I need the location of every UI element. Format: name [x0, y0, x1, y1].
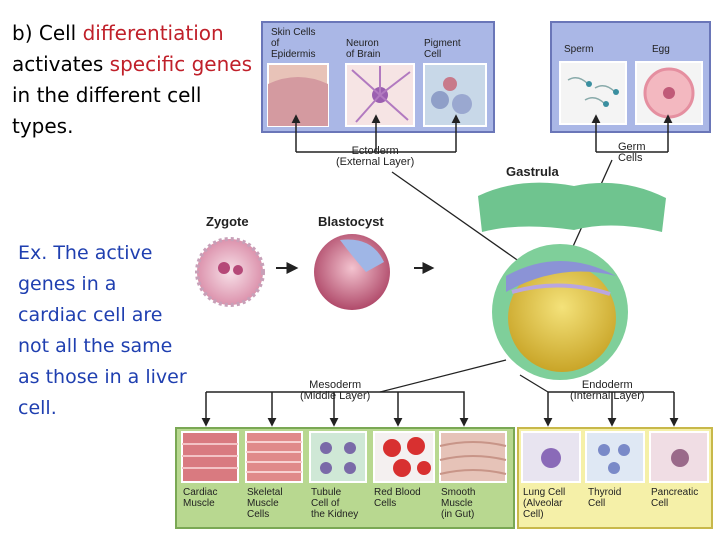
heading-keyword-genes: genes: [185, 52, 253, 76]
heading-keyword-specific: specific: [109, 52, 186, 76]
label-gastrula: Gastrula: [506, 164, 559, 179]
kidney-tubule-image: [309, 431, 367, 483]
heading-part-6: in the different cell types.: [12, 83, 202, 138]
label-red-blood-cells: Red Blood Cells: [374, 487, 421, 509]
label-mesoderm: Mesoderm (Middle Layer): [300, 379, 371, 402]
label-sperm: Sperm: [564, 44, 594, 55]
heading-part-3: activates: [12, 52, 110, 76]
heading-keyword-differentiation: differentiation: [82, 21, 224, 45]
label-smooth-muscle: Smooth Muscle (in Gut): [441, 487, 476, 520]
label-pancreatic-cell: Pancreatic Cell: [651, 487, 699, 509]
example-text: Ex. The active genes in a cardiac cell a…: [18, 242, 187, 419]
label-skeletal-muscle: Skeletal Muscle Cells: [247, 487, 283, 520]
gastrula-image: [478, 182, 666, 380]
label-skin-cells: Skin Cells of Epidermis: [271, 27, 316, 60]
zygote-image: [195, 237, 265, 307]
label-thyroid-cell: Thyroid Cell: [588, 487, 622, 509]
heading-part-1: b) Cell: [12, 21, 83, 45]
label-neuron: Neuron of Brain: [346, 38, 381, 60]
label-lung-cell: Lung Cell (Alveolar Cell): [523, 487, 566, 520]
label-endoderm: Endoderm (Internal Layer): [570, 379, 645, 402]
label-egg: Egg: [652, 44, 670, 55]
slide-heading: b) Cell differentiation activates specif…: [12, 18, 262, 142]
label-blastocyst: Blastocyst: [318, 214, 384, 229]
label-germ-cells: Germ Cells: [618, 141, 646, 164]
skeletal-muscle-image: [245, 431, 303, 483]
label-zygote: Zygote: [206, 214, 249, 229]
label-pigment-cell: Pigment Cell: [424, 38, 461, 60]
label-kidney-tubule: Tubule Cell of the Kidney: [311, 487, 359, 520]
thyroid-cell-image: [585, 431, 645, 483]
label-ectoderm: Ectoderm (External Layer): [336, 145, 415, 168]
label-cardiac-muscle: Cardiac Muscle: [183, 487, 218, 509]
